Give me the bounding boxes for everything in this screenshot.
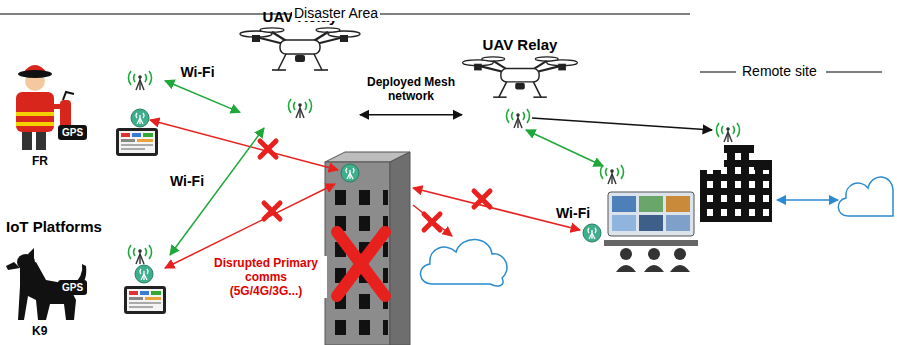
uav-drone	[463, 57, 578, 97]
actor-label: FR	[32, 154, 48, 168]
text-label: Remote site	[740, 63, 819, 79]
fail-mark	[260, 141, 276, 157]
node-title: UAV Relay	[462, 36, 578, 53]
cellular-antenna	[135, 265, 153, 283]
disrupted-links	[150, 120, 580, 268]
edge-label: Wi-Fi	[168, 173, 206, 189]
wifi-antenna	[600, 165, 623, 184]
text-label: Disrupted Primary comms (5G/4G/3G...)	[205, 256, 327, 298]
wifi-antenna	[128, 245, 151, 264]
text-label: Disaster Area	[292, 5, 380, 21]
cloud	[838, 177, 893, 216]
actor-node: FR GPS	[4, 55, 165, 172]
actor-label: K9	[32, 324, 47, 338]
wifi-antenna	[506, 109, 529, 128]
cellular-antenna	[341, 164, 359, 182]
tablet	[124, 286, 166, 314]
cloud-link	[777, 199, 838, 201]
gps-box: GPS	[58, 125, 87, 140]
wifi-antenna	[128, 71, 151, 90]
cellular-antenna	[583, 224, 601, 242]
gps-box: GPS	[58, 280, 87, 295]
uav-node: UAV Relay	[462, 36, 578, 132]
text-label: Wi-Fi	[554, 205, 592, 221]
remote-line	[826, 71, 882, 72]
actor-node: K9 GPS	[4, 242, 170, 342]
control-room	[604, 192, 698, 272]
uav-node: UAV Relay	[240, 8, 360, 128]
tower	[325, 152, 410, 345]
wifi-link	[526, 130, 603, 166]
text-label: IoT Platforms	[4, 218, 104, 235]
wifi-antenna	[716, 123, 739, 142]
uav-drone	[240, 28, 360, 70]
edge-label: Wi-Fi	[178, 64, 216, 80]
edge-label: Deployed Mesh network	[363, 75, 459, 103]
cloud	[420, 239, 507, 286]
remote-line	[700, 71, 736, 72]
fail-mark	[424, 214, 440, 230]
backhaul-link	[532, 118, 712, 130]
wifi-antenna	[288, 99, 311, 118]
link-connector	[360, 114, 462, 116]
link-connector	[165, 81, 240, 113]
gps-label: GPS	[62, 282, 83, 293]
dog	[6, 248, 86, 320]
cellular-antenna	[131, 109, 149, 127]
remote-building	[700, 145, 772, 222]
tablet	[116, 128, 158, 156]
fail-mark	[474, 191, 490, 207]
fail-mark	[264, 203, 280, 219]
link-connector	[170, 128, 264, 255]
gps-label: GPS	[62, 127, 83, 138]
